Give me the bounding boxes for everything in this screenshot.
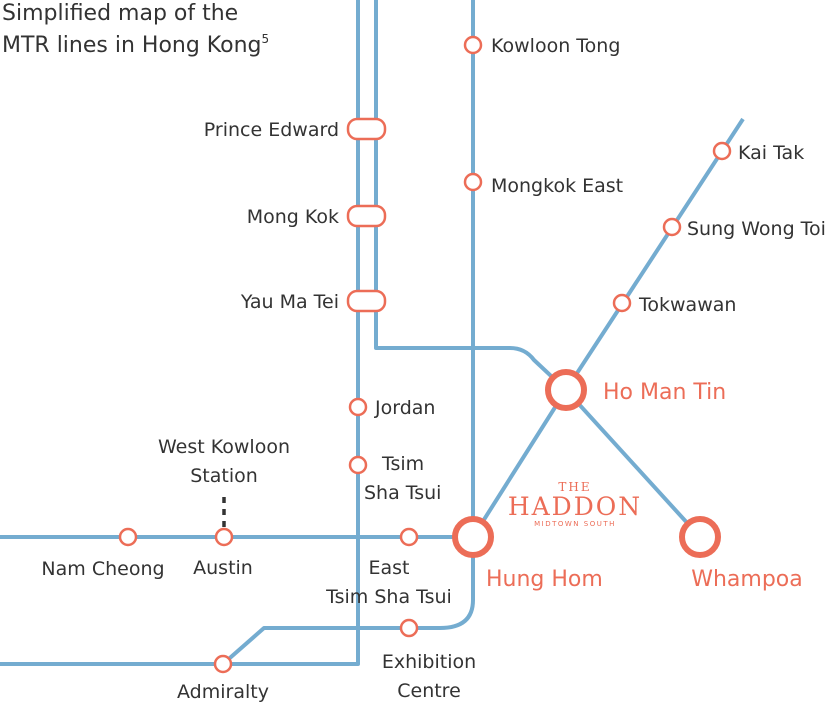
label-hung-hom: Hung Hom: [486, 567, 603, 592]
label-prince-edward: Prince Edward: [204, 119, 339, 141]
label-tokwawan: Tokwawan: [638, 294, 736, 316]
the-haddon-logo: THE HADDON MIDTOWN SOUTH: [508, 480, 642, 528]
stations: [118, 35, 732, 674]
label-jordan: Jordan: [374, 397, 435, 419]
label-nam-cheong: Nam Cheong: [41, 558, 164, 580]
label-exhibition-2: Centre: [397, 680, 461, 702]
label-kai-tak: Kai Tak: [738, 142, 804, 164]
brand-midtown-south: MIDTOWN SOUTH: [534, 520, 616, 528]
label-sung-wong-toi: Sung Wong Toi: [687, 218, 826, 240]
label-west-kowloon-2: Station: [190, 465, 258, 487]
map-title-line2: MTR lines in Hong Kong5: [2, 32, 269, 58]
station-tokwawan[interactable]: [612, 293, 632, 313]
station-hung-hom[interactable]: [452, 516, 494, 558]
station-mongkok-east[interactable]: [463, 172, 483, 192]
map-title-footnote: 5: [262, 32, 270, 46]
station-admiralty[interactable]: [213, 654, 233, 674]
station-exhibition-centre[interactable]: [399, 618, 419, 638]
label-tsim-sha-tsui-1: Tsim: [381, 453, 424, 475]
station-kai-tak[interactable]: [712, 141, 732, 161]
label-mong-kok: Mong Kok: [247, 206, 339, 228]
whampoa-extension: [564, 388, 702, 539]
station-east-tsim-sha-tsui[interactable]: [399, 527, 419, 547]
station-kowloon-tong[interactable]: [463, 35, 483, 55]
station-whampoa[interactable]: [679, 516, 721, 558]
label-kowloon-tong: Kowloon Tong: [491, 35, 620, 57]
station-austin[interactable]: [214, 527, 234, 547]
station-ho-man-tin[interactable]: [545, 369, 587, 411]
label-ho-man-tin: Ho Man Tin: [603, 380, 726, 405]
label-mongkok-east: Mongkok East: [491, 175, 623, 197]
station-jordan[interactable]: [348, 397, 368, 417]
brand-haddon: HADDON: [508, 492, 642, 521]
station-yau-ma-tei[interactable]: [346, 289, 387, 313]
station-nam-cheong[interactable]: [118, 527, 138, 547]
label-west-kowloon-1: West Kowloon: [158, 436, 290, 458]
label-austin: Austin: [193, 557, 253, 579]
label-tsim-sha-tsui-2: Sha Tsui: [364, 482, 441, 504]
label-admiralty: Admiralty: [177, 681, 269, 703]
station-prince-edward[interactable]: [346, 117, 387, 141]
kwun-tong-line: [374, 0, 568, 392]
label-whampoa: Whampoa: [691, 567, 803, 592]
brand-the: THE: [558, 480, 591, 494]
station-mong-kok[interactable]: [346, 204, 387, 228]
label-east-tst-1: East: [369, 557, 410, 579]
label-yau-ma-tei: Yau Ma Tei: [240, 291, 339, 313]
station-sung-wong-toi[interactable]: [662, 217, 682, 237]
label-exhibition-1: Exhibition: [382, 651, 476, 673]
station-labels: Kowloon Tong Prince Edward Mong Kok Yau …: [41, 35, 826, 703]
station-tsim-sha-tsui[interactable]: [348, 455, 368, 475]
map-title-main: MTR lines in Hong Kong: [2, 33, 262, 58]
map-title-line1: Simplified map of the: [2, 1, 238, 26]
label-east-tst-2: Tsim Sha Tsui: [325, 586, 452, 608]
east-rail-line: [0, 0, 475, 666]
